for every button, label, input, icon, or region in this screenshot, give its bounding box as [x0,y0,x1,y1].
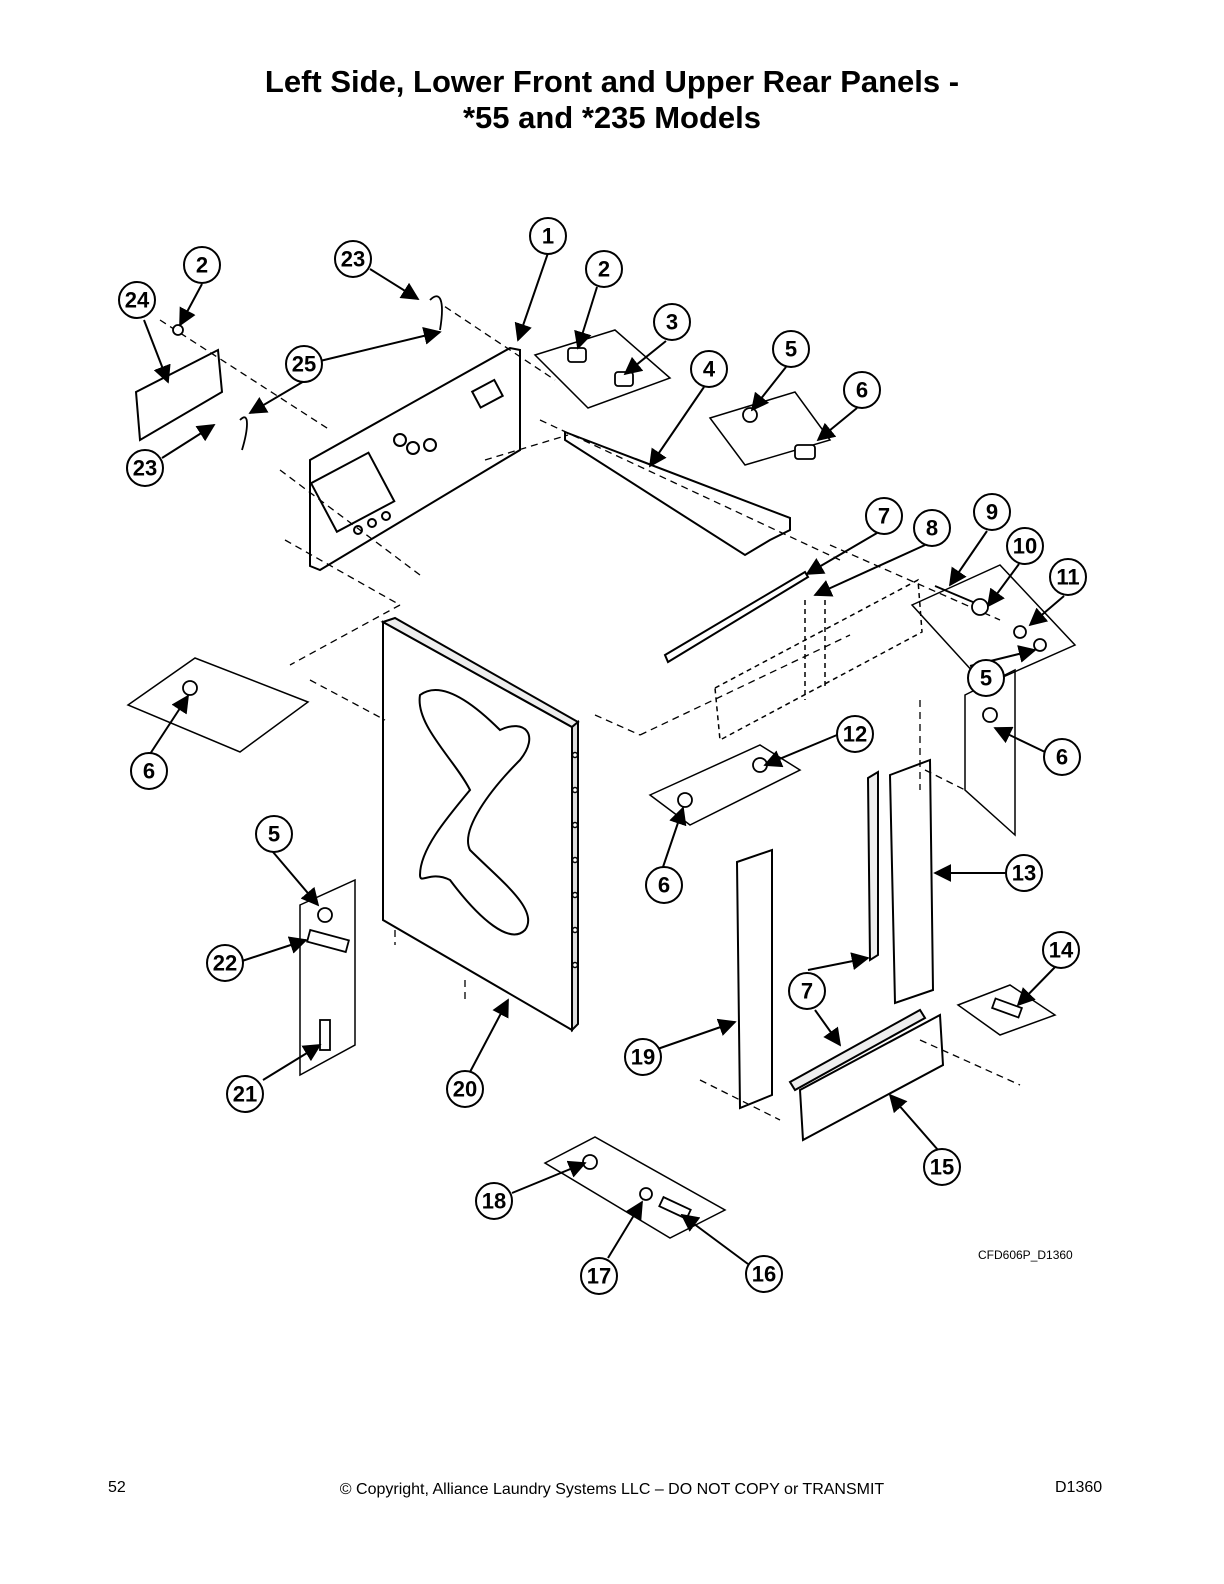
callout-7-bottom: 7 [801,979,813,1004]
detail-insets [126,329,1077,1239]
callout-4: 4 [703,357,716,382]
callout-5-left: 5 [268,822,280,847]
hardware-parts [172,295,1047,1221]
callout-18: 18 [482,1189,506,1214]
page-title-line-1: Left Side, Lower Front and Upper Rear Pa… [264,64,960,99]
callout-7-top: 7 [878,504,890,529]
callout-circles [118,217,1087,1295]
callout-6-middle: 6 [658,873,670,898]
copyright-notice: © Copyright, Alliance Laundry Systems LL… [339,1481,885,1498]
part-rear-panel [309,346,521,572]
page-title-line-2: *55 and *235 Models [462,100,762,135]
callout-6-right: 6 [1056,745,1068,770]
document-id: D1360 [1055,1479,1103,1496]
callout-14: 14 [1049,938,1074,963]
callout-16: 16 [752,1262,776,1287]
callout-5-top: 5 [785,337,797,362]
callout-6-left: 6 [143,759,155,784]
callout-19: 19 [631,1045,655,1070]
part-left-side-panel [380,616,580,1033]
part-angle-bracket [564,430,791,557]
callout-3: 3 [666,310,678,335]
callout-2-right: 2 [598,257,610,282]
callout-5-right: 5 [980,666,992,691]
page-number: 52 [108,1479,126,1496]
part-panel-13 [866,758,935,1005]
assembly-lines [159,299,1021,1121]
callout-6-top: 6 [856,378,868,403]
callout-1: 1 [542,224,554,249]
callout-23-bottom: 23 [133,456,157,481]
callout-23-top: 23 [341,247,365,272]
callout-8: 8 [926,516,938,541]
callout-10: 10 [1013,534,1037,559]
leader-lines [143,252,1065,1265]
callout-2-left: 2 [196,253,208,278]
part-strip-7-upper [663,570,810,664]
part-panel-15 [788,1008,945,1142]
callout-12: 12 [843,722,867,747]
callout-11: 11 [1056,565,1079,590]
callout-24: 24 [125,288,150,313]
callout-22: 22 [213,951,237,976]
callout-17: 17 [587,1264,611,1289]
callout-25: 25 [292,352,316,377]
callout-21: 21 [233,1082,257,1107]
figure-code: CFD606P_D1360 [978,1248,1073,1262]
callout-13: 13 [1012,861,1036,886]
part-access-cover [134,348,224,442]
part-panel-19 [735,848,773,1110]
callout-9: 9 [986,500,998,525]
callout-20: 20 [453,1077,477,1102]
callout-15: 15 [930,1155,954,1180]
part-dashed-assembly [714,578,923,742]
